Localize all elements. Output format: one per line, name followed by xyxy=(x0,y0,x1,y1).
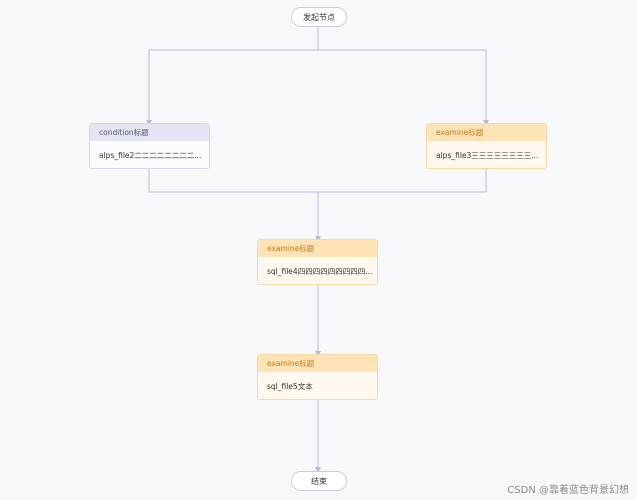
examine-node-title: examine标题 xyxy=(427,124,546,141)
edge-condition-merge xyxy=(148,169,318,193)
condition-node-title: condition标题 xyxy=(90,124,209,141)
end-node[interactable]: 结束 xyxy=(291,471,347,491)
examine-node-content: alps_file3三三三三三三三三... xyxy=(427,141,546,168)
examine-node-file5[interactable]: examine标题 sql_file5文本 xyxy=(257,354,378,400)
examine-node-file3[interactable]: examine标题 alps_file3三三三三三三三三... xyxy=(426,123,547,169)
examine-node-content: sql_file4四四四四四四四四四... xyxy=(258,257,377,284)
condition-node[interactable]: condition标题 alps_file2二二二二二二二二... xyxy=(89,123,210,169)
edge-split-condition xyxy=(146,49,318,126)
start-node[interactable]: 发起节点 xyxy=(291,7,347,27)
start-node-label: 发起节点 xyxy=(303,12,335,22)
examine-node-content: sql_file5文本 xyxy=(258,372,377,399)
edge-examine3-merge xyxy=(318,169,487,193)
watermark: CSDN @靠着蓝色背景幻想 xyxy=(507,485,629,496)
examine-node-title: examine标题 xyxy=(258,355,377,372)
examine-node-title: examine标题 xyxy=(258,240,377,257)
end-node-label: 结束 xyxy=(311,476,327,486)
edge-split-examine3 xyxy=(318,49,489,126)
condition-node-content: alps_file2二二二二二二二二... xyxy=(90,141,209,168)
examine-node-file4[interactable]: examine标题 sql_file4四四四四四四四四四... xyxy=(257,239,378,285)
